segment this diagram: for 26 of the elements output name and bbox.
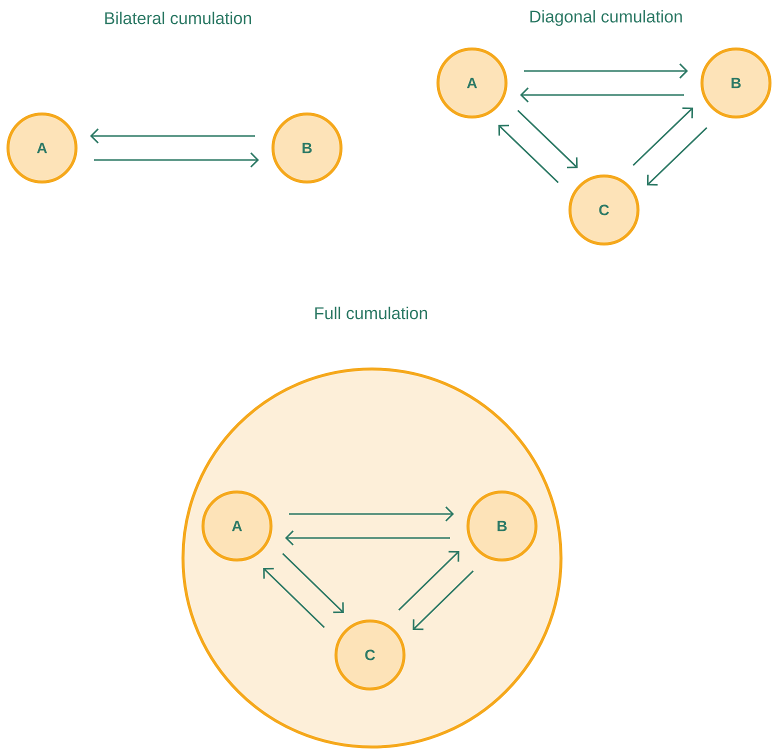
circle-node: A <box>202 490 272 562</box>
circle-node: A <box>436 48 508 118</box>
arrow <box>517 110 578 168</box>
arrow <box>520 87 684 103</box>
arrow <box>90 128 255 144</box>
arrow <box>285 530 450 546</box>
arrow <box>398 550 460 611</box>
circle-node: B <box>466 490 538 562</box>
section-heading: Full cumulation <box>315 306 428 320</box>
circle-node: C <box>568 174 640 246</box>
arrow <box>263 568 325 628</box>
arrow <box>94 152 259 168</box>
section-heading: Bilateral cumulation <box>105 12 252 24</box>
arrow <box>412 570 474 630</box>
circle-node: B <box>272 112 342 184</box>
arrow <box>498 124 559 184</box>
group-circle <box>182 368 562 748</box>
arrow <box>282 553 344 614</box>
arrow <box>524 63 688 79</box>
arrow <box>289 506 454 522</box>
circle-node: B <box>700 48 772 118</box>
arrow <box>632 107 694 166</box>
section-heading: Diagonal cumulation <box>530 10 682 26</box>
circle-node: A <box>6 112 78 184</box>
arrow <box>646 127 708 186</box>
circle-node: C <box>334 620 406 690</box>
